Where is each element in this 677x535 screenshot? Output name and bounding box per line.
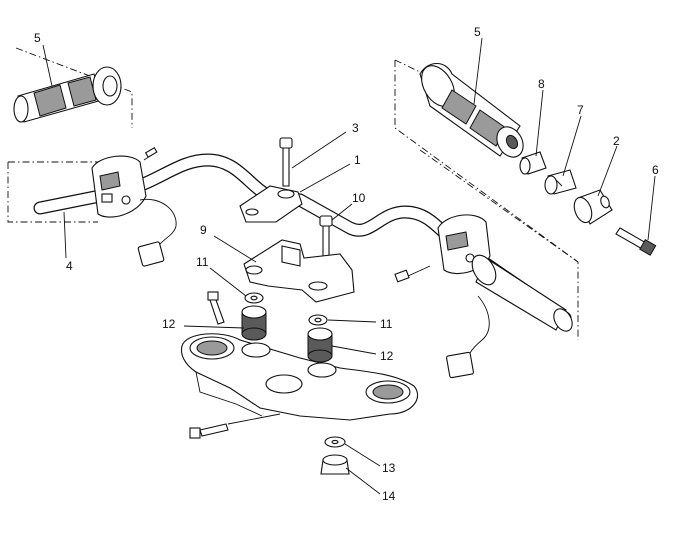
triple-clamp (180, 333, 419, 421)
callout-1: 1 (354, 153, 361, 167)
callout-10: 10 (352, 191, 366, 205)
bushing-12-left (241, 305, 267, 341)
right-throttle-grip (471, 254, 573, 332)
bushing-12-right (307, 327, 333, 363)
right-grip-exploded (419, 62, 524, 158)
callout-6: 6 (652, 163, 659, 177)
leader-lines (42, 37, 656, 495)
callout-4: 4 (66, 259, 73, 273)
bolt-upper-left (207, 291, 225, 325)
bar-end-weight-2 (573, 189, 613, 225)
callout-11-right: 11 (380, 317, 393, 331)
bar-end-screw-6 (615, 227, 657, 256)
callout-5-right: 5 (474, 25, 481, 39)
callout-7: 7 (577, 103, 584, 117)
nut-14 (320, 454, 350, 475)
callout-12-left: 12 (162, 317, 176, 331)
left-switch-housing (91, 147, 177, 267)
washer-13 (324, 436, 346, 448)
callout-8: 8 (538, 77, 545, 91)
bar-end-spacer-7 (544, 169, 577, 195)
callout-2: 2 (613, 134, 620, 148)
washer-11-left (244, 292, 264, 304)
callout-13: 13 (382, 461, 396, 475)
washer-11-right (308, 314, 328, 326)
callout-5-left: 5 (34, 31, 41, 45)
left-grip (13, 66, 122, 123)
riser-9 (243, 239, 355, 303)
callout-3: 3 (352, 121, 359, 135)
callout-12-right: 12 (380, 349, 394, 363)
right-switch-housing (394, 214, 491, 379)
callout-11-left: 11 (196, 255, 209, 269)
callout-labels: 5 5 8 7 2 6 3 1 10 9 4 11 12 11 12 13 14 (34, 25, 659, 503)
callout-9: 9 (200, 223, 207, 237)
pinch-bolt (189, 423, 229, 439)
callout-14: 14 (382, 489, 396, 503)
upper-clamp-1 (239, 185, 303, 223)
bar-end-insert-8 (519, 151, 547, 175)
screw-3 (279, 137, 293, 187)
